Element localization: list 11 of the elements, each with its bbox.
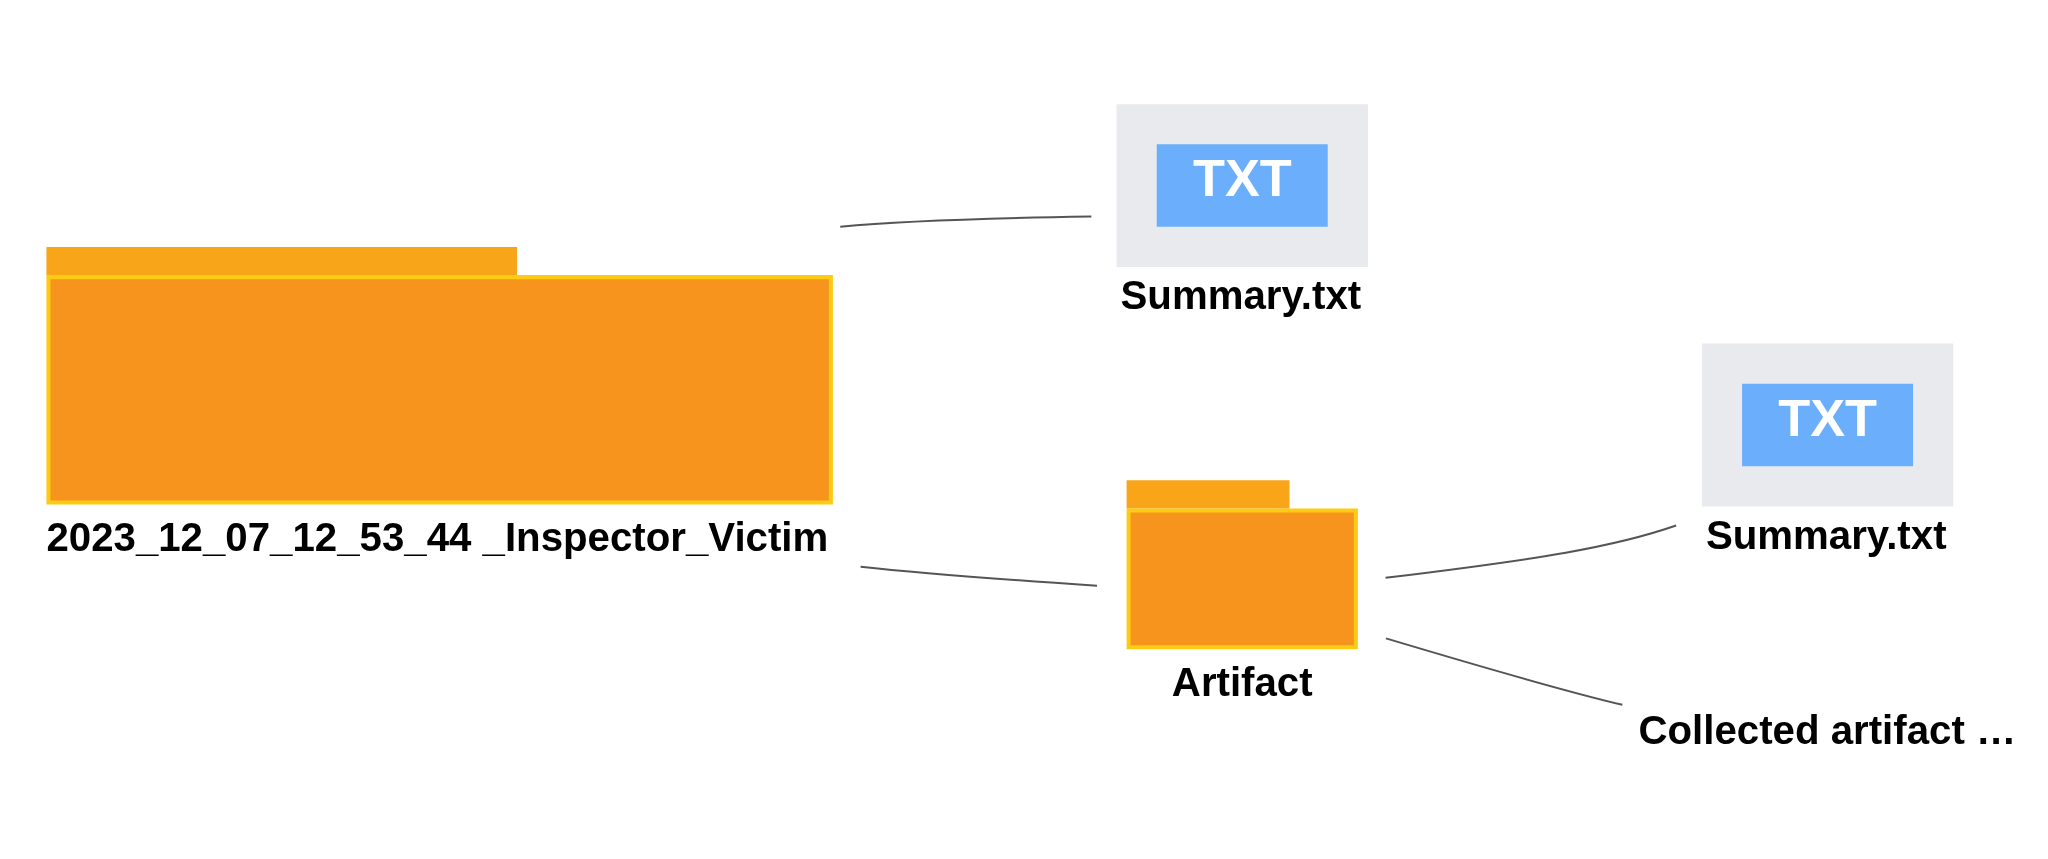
node-label: Artifact [1171,659,1313,705]
node-box: TXT [1701,343,1954,507]
connector [840,215,1092,228]
node-label: 2023_12_07_12_53_44 _Inspector_Victim [46,514,829,560]
connector [1385,524,1677,579]
connector [860,565,1098,587]
node-label: Summary.txt [1705,512,1947,558]
node-text: Collected artifact … [1638,707,2017,753]
node-box: TXT [1116,104,1368,268]
connector [1385,637,1623,706]
node-label: Summary.txt [1120,273,1362,319]
